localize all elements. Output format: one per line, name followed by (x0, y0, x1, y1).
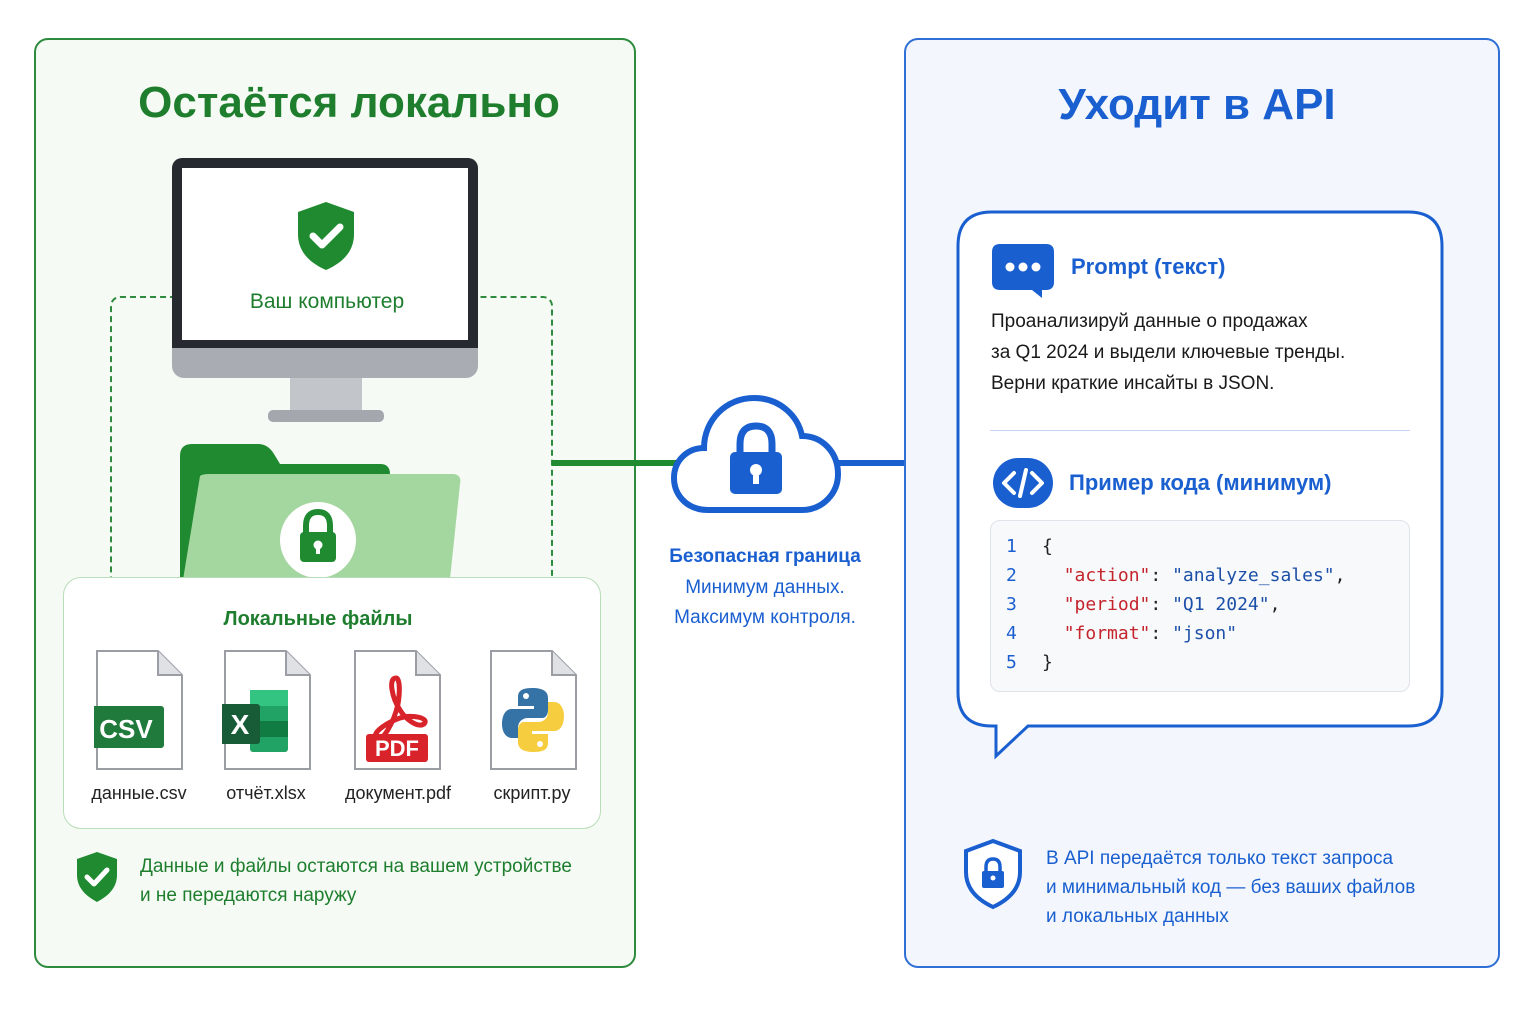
prompt-text: Проанализируй данные о продажах за Q1 20… (991, 311, 1346, 394)
boundary-line-2: Максимум контроля. (674, 607, 856, 628)
code-brackets-icon (993, 458, 1053, 508)
api-note: В API передаётся только текст запроса и … (1046, 848, 1416, 927)
file-name-csv: данные.csv (91, 783, 187, 803)
locked-folder-icon (180, 444, 461, 598)
file-name-xlsx: отчёт.xlsx (226, 783, 306, 803)
boundary-line-1: Минимум данных. (685, 577, 845, 598)
code-line: 5} (1006, 652, 1053, 673)
api-panel-title: Уходит в API (1058, 80, 1336, 129)
shield-check-small-icon (77, 852, 117, 902)
boundary-title: Безопасная граница (669, 546, 861, 567)
code-line: 3 "period": "Q1 2024", (1006, 594, 1281, 615)
excel-file-icon[interactable]: X (222, 648, 312, 772)
svg-text:X: X (231, 709, 250, 740)
section-divider (990, 430, 1410, 431)
code-title: Пример кода (минимум) (1069, 470, 1332, 495)
connector-line-local (552, 460, 678, 466)
monitor-stand (290, 378, 362, 412)
csv-file-icon[interactable]: CSV (94, 648, 184, 772)
local-files-title: Локальные файлы (223, 608, 413, 630)
python-file-icon[interactable] (488, 648, 578, 772)
local-note: Данные и файлы остаются на вашем устройс… (140, 856, 572, 906)
code-line: 4 "format": "json" (1006, 623, 1238, 644)
code-block (990, 520, 1410, 692)
cloud-lock-icon (670, 394, 842, 513)
prompt-title: Prompt (текст) (1071, 254, 1226, 279)
connector-line-api (832, 460, 930, 466)
file-name-py: скрипт.py (493, 783, 571, 803)
svg-text:CSV: CSV (99, 714, 153, 744)
shield-check-icon (298, 202, 354, 270)
code-line: 1{ (1006, 536, 1053, 557)
chat-bubble-icon (992, 244, 1054, 298)
monitor-stand-base (268, 410, 384, 422)
svg-text:PDF: PDF (375, 736, 419, 761)
pdf-file-icon[interactable]: PDF (352, 648, 442, 772)
file-name-pdf: документ.pdf (345, 783, 451, 803)
local-panel-title: Остаётся локально (138, 78, 560, 127)
code-line: 2 "action": "analyze_sales", (1006, 565, 1346, 586)
shield-lock-icon (964, 838, 1022, 910)
computer-label: Ваш компьютер (249, 290, 405, 313)
